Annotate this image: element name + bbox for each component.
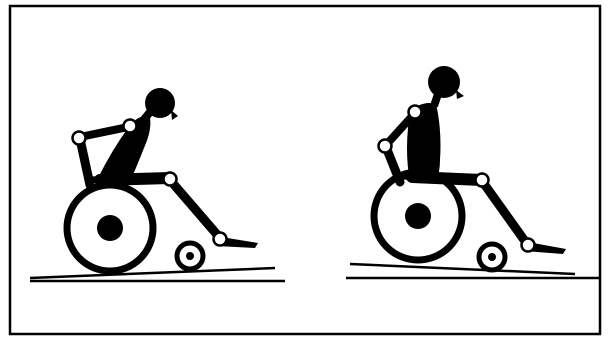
thigh-right — [412, 177, 482, 180]
ankle-joint-marker-left — [214, 233, 227, 246]
rear-wheel-hub-right — [405, 203, 431, 229]
knee-joint-marker-left — [164, 173, 177, 186]
panel-border — [10, 6, 600, 334]
caster-hub-left — [186, 252, 194, 260]
ankle-joint-marker-right — [522, 239, 535, 252]
shoulder-joint-marker-right — [409, 106, 422, 119]
wheelchair-figure-left — [30, 88, 285, 281]
caster-hub-right — [488, 253, 496, 261]
elbow-joint-marker-right — [379, 140, 392, 153]
ramp-line-left — [30, 268, 275, 278]
elbow-joint-marker-left — [73, 132, 86, 145]
knee-joint-marker-right — [476, 174, 489, 187]
nose-right — [456, 90, 464, 99]
shin-right — [482, 181, 527, 244]
head-right — [428, 66, 460, 98]
wheelchair-figure-right — [346, 66, 600, 278]
shoulder-joint-marker-left — [124, 120, 137, 133]
thigh-left — [100, 178, 170, 180]
shin-left — [170, 180, 220, 238]
forearm-left — [80, 139, 90, 185]
ramp-line-right — [350, 264, 575, 274]
nose-left — [171, 110, 178, 120]
upper-arm-left — [80, 127, 128, 137]
rear-wheel-hub-left — [97, 215, 123, 241]
